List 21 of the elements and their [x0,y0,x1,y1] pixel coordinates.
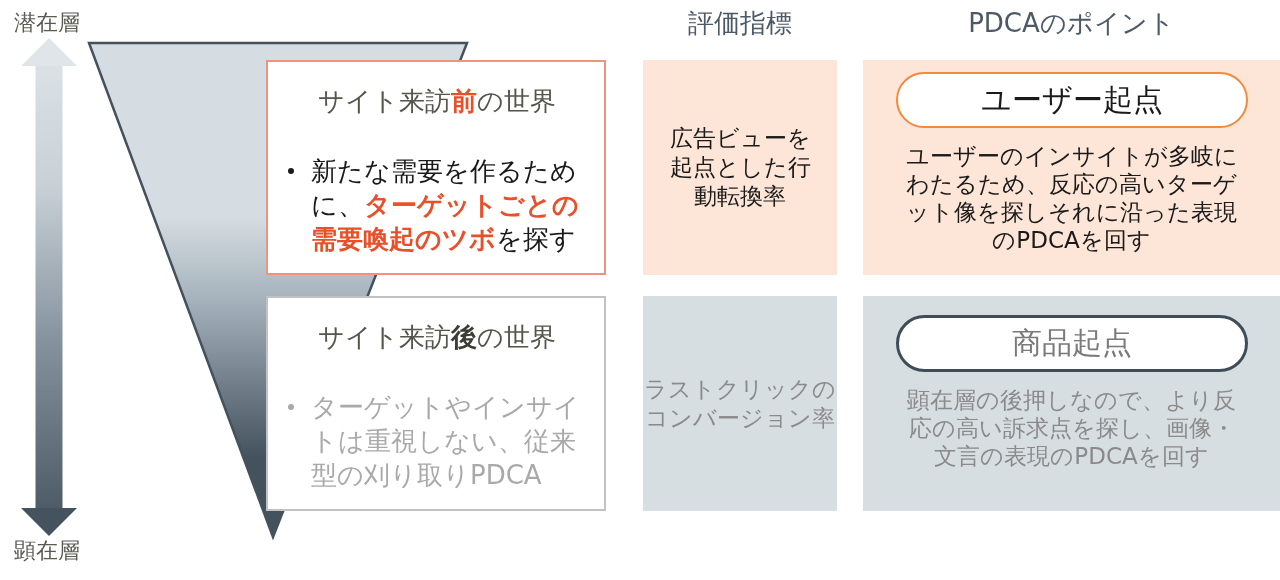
pdca-cell [863,296,1280,511]
double-arrow [21,38,77,536]
metric-text: ラストクリックのコンバージョン率 [644,375,836,431]
description-text: 顕在層の後押しなので、より反応の高い訴求点を探し、画像・文言の表現のPDCAを回す [907,387,1236,469]
description-text: ユーザーのインサイトが多岐にわたるため、反応の高いターゲット像を探しそれに沿った表現のPDCAを回す [905,143,1238,253]
bullet-text: ターゲットやインサイトは重視しない、従来型の刈り取りPDCA [311,391,581,492]
category-pill: 商品起点 [896,315,1248,372]
column-header: PDCAのポイント [968,8,1175,38]
column-header: 評価指標 [688,8,792,38]
layer-label: 潜在層 [14,8,80,38]
metric-cell [643,296,837,511]
pdca-cell [863,60,1280,275]
layer-label: 顕在層 [14,536,80,566]
metric-cell [643,60,837,275]
category-pill: ユーザー起点 [896,72,1248,128]
stage-title: サイト来訪後の世界 [318,322,556,352]
metric-text: 広告ビューを起点とした行動転換率 [669,125,811,209]
bullet-text: 新たな需要を作るために、ターゲットごとの需要喚起のツボを探す [311,155,580,256]
stage-title: サイト来訪前の世界 [318,86,556,116]
stage-box [266,296,606,511]
stage-box [266,60,606,275]
